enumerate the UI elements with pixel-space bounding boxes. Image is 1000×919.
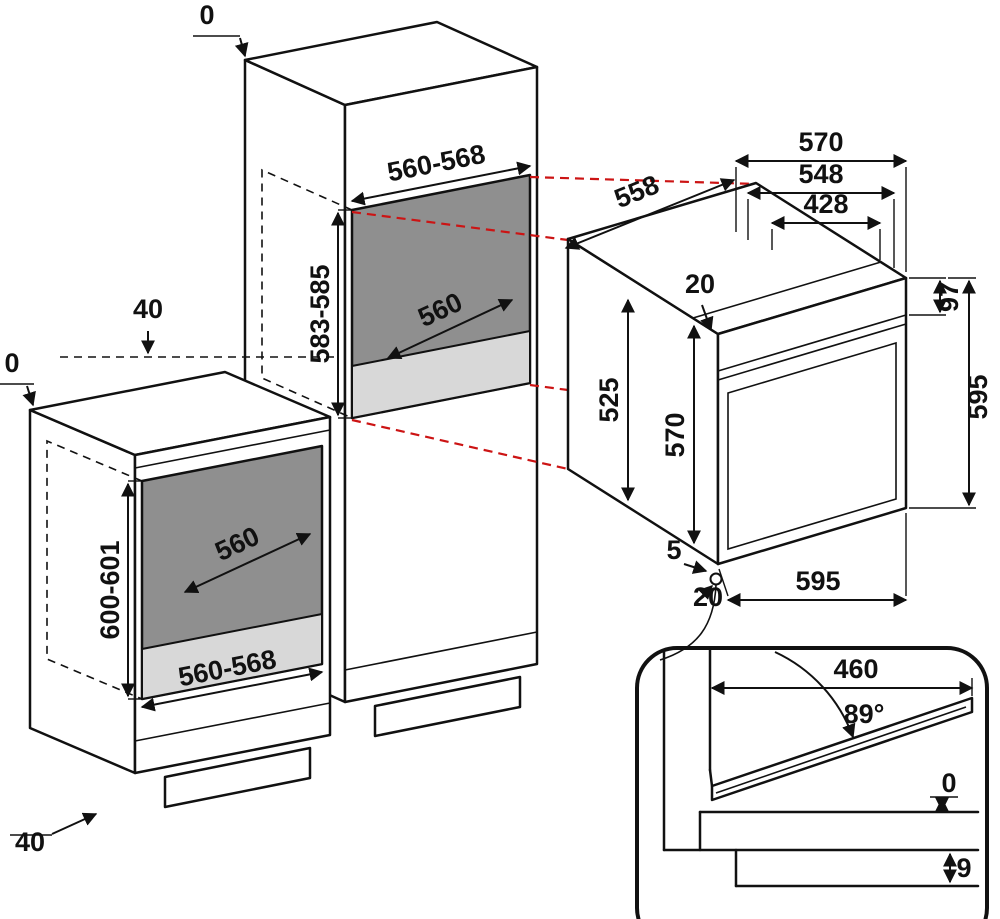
projection-line-top-left [351,210,569,242]
dim-tall-top-clearance: 0 [199,0,214,30]
dim-base-plinth-clearance-arrow [51,812,98,835]
detail-border [635,646,989,919]
tall-unit-plinth [373,675,522,738]
dim-oven-front-gap: 5 [666,535,681,565]
dim-oven-depth-line [564,178,736,250]
dim-base-plinth-clearance: 40 [15,827,45,857]
detail-hinge-link [708,768,714,788]
dim-base-wall-clearance-arrow [22,385,36,407]
oven-top-frame-line [692,261,882,319]
oven-door-top-line [717,323,907,381]
dim-oven-depth: 558 [610,169,663,214]
oven-front-face [716,276,908,566]
dim-base-wall-clearance: 0 [4,348,19,378]
dim-oven-top-gap-arrow [700,304,714,332]
dim-door-gap-bottom: 9 [956,853,971,883]
oven-door-outline [727,341,897,551]
dim-oven-width-ext-l [718,568,729,597]
projection-line-bottom-left [351,418,569,471]
oven: 570 548 428 558 20 97 595 525 570 5 20 [564,127,993,661]
dim-base-niche-depth-line [183,532,312,594]
dim-oven-front-offset: 20 [693,582,723,612]
base-unit-hidden-edges [46,439,143,700]
dim-oven-height: 595 [963,374,993,419]
dim-oven-side-height: 570 [660,412,690,457]
dim-base-niche-width-line [140,667,324,712]
base-unit-plinth [163,746,312,809]
dim-oven-body-width: 548 [798,159,843,189]
dim-base-niche-height: 600-601 [95,540,125,639]
oven-reference-point [709,572,723,586]
oven-control-panel-line [717,314,907,372]
dim-door-gap-top: 0 [941,768,956,798]
door-detail-inset: 89° 460 0 9 [635,646,989,919]
dim-door-depth: 460 [833,654,878,684]
dim-tall-side-clearance: 40 [133,294,163,324]
dim-tall-top-clearance-arrow [234,37,249,58]
dim-door-open-angle: 89° [844,699,885,729]
base-unit-worktop-line [134,429,331,469]
dim-tall-niche-depth-line [386,298,514,360]
dim-oven-side-height-inner: 525 [594,377,624,422]
dim-tall-niche-width-line [350,161,532,206]
dim-oven-fascia-height: 97 [934,282,964,312]
projection-line-bottom-right [529,383,569,392]
dim-tall-niche-height: 583-585 [305,264,335,363]
dim-oven-inner-width: 428 [803,189,848,219]
base-unit: 0 600-601 560 560-568 40 [0,348,332,857]
dim-oven-front-offset-arrow [698,585,713,600]
tall-unit-plinth-line [344,631,538,671]
detail-door-inner-line [715,706,967,794]
dim-oven-width: 595 [795,566,840,596]
tall-unit-hidden-edges [261,168,353,419]
dim-oven-front-gap-arrow [683,560,708,574]
dim-oven-top-width: 570 [798,127,843,157]
dim-oven-top-gap: 20 [685,269,715,299]
detail-leader-curve [659,584,717,661]
